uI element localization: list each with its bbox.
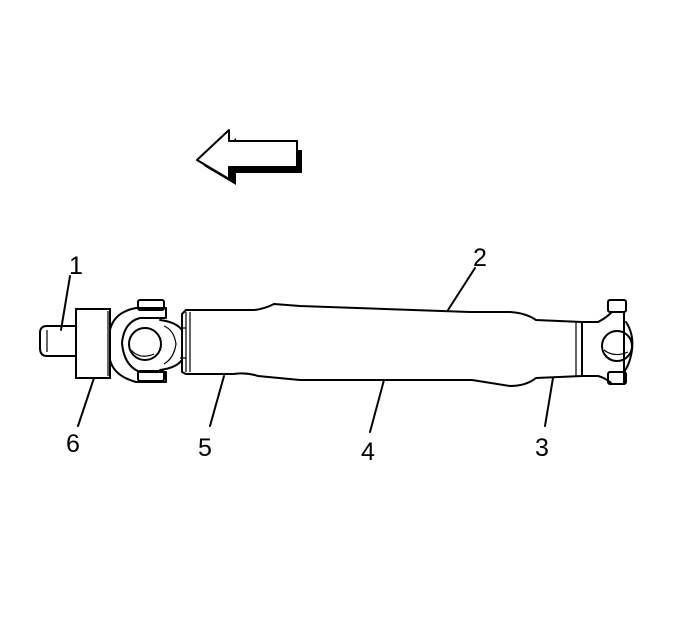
shaft-tube [180,303,583,387]
transmission-yoke-block [75,308,111,379]
arrow-left-icon [196,129,302,185]
leader-lines [60,267,554,433]
callout-3: 3 [535,434,549,462]
slip-yoke [39,308,111,379]
rear-universal-joint [581,299,634,385]
callout-6: 6 [66,430,80,458]
callout-1: 1 [69,252,83,280]
front-universal-joint [109,299,183,383]
callout-2: 2 [473,244,487,272]
callout-4: 4 [361,438,375,466]
callout-5: 5 [198,434,212,462]
